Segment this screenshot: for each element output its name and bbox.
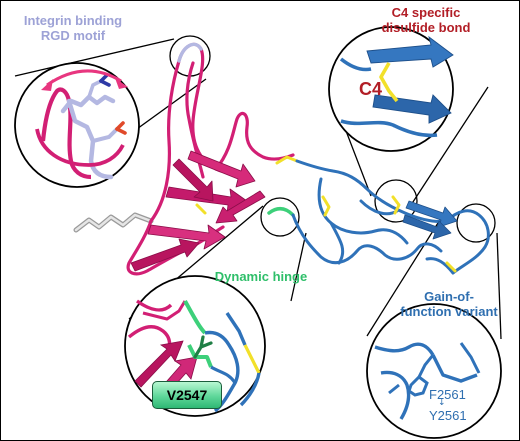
magenta-domain [126, 42, 299, 276]
selection-circles [169, 35, 496, 243]
c4-disulfide-label-line2: disulfide bond [381, 20, 471, 35]
v2547-residue-badge: V2547 [152, 381, 222, 409]
inset-c4 [328, 26, 454, 152]
variant-arrow-icon: ↓ [438, 398, 446, 408]
blue-domain [291, 159, 490, 275]
variant-from-label: F2561 [429, 387, 466, 402]
blue-strands [402, 200, 458, 240]
rgd-label-line2: RGD motif [40, 28, 106, 43]
rgd-label-line1: Integrin binding [23, 13, 123, 28]
variant-selection-circle [456, 203, 496, 243]
connector-line [14, 38, 175, 77]
c4-selection-circle [374, 179, 418, 223]
gof-label-line1: Gain-of- [424, 289, 474, 304]
c4-disulfide-label: C4 specific disulfide bond [351, 5, 501, 35]
connector-line [366, 214, 444, 337]
c4-domain-label: C4 [359, 79, 383, 99]
connector-line [496, 232, 502, 340]
gain-of-function-label: Gain-of- function variant [389, 289, 509, 319]
variant-to-label: Y2561 [429, 408, 467, 423]
inset-variant [366, 303, 502, 439]
gof-label-line2: function variant [400, 304, 498, 319]
connector-line [410, 86, 489, 206]
rgd-motif-label: Integrin binding RGD motif [3, 13, 143, 43]
connector-line [290, 232, 307, 302]
c4-disulfide-label-line1: C4 specific [391, 5, 461, 20]
inset-rgd [14, 62, 140, 188]
dynamic-hinge-label: Dynamic hinge [214, 269, 308, 284]
hinge-selection-circle [260, 197, 300, 237]
